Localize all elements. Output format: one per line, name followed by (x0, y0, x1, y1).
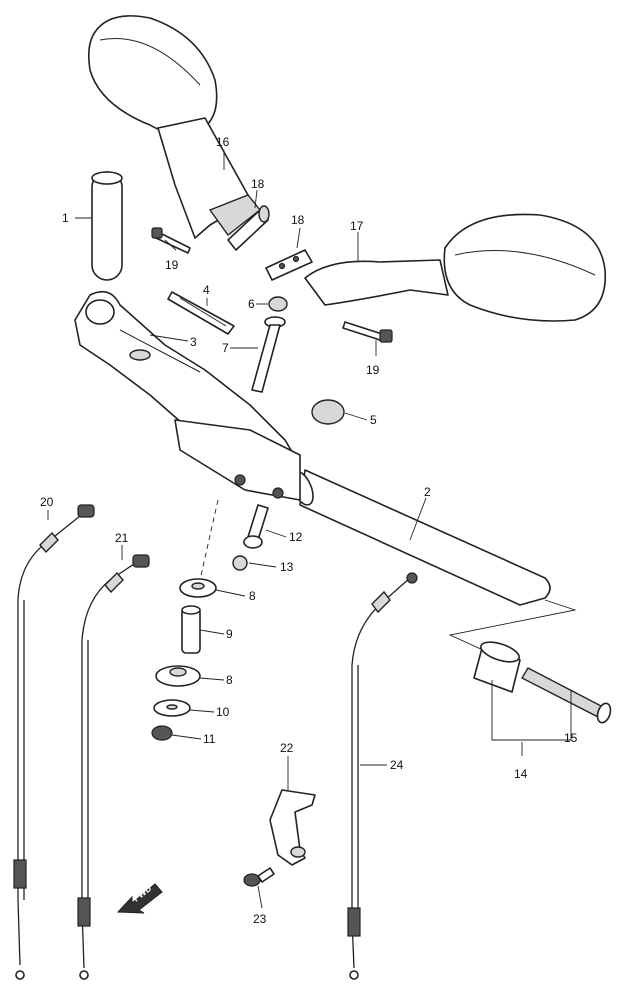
right-mirror[interactable] (304, 213, 607, 322)
cable-bracket[interactable] (269, 789, 316, 866)
cap-nut[interactable] (232, 555, 248, 571)
clamp-bolt[interactable] (243, 504, 269, 549)
collar-right[interactable] (265, 249, 313, 281)
nut[interactable] (151, 725, 173, 741)
callout-21: 21 (115, 531, 129, 545)
mirror-bolt-right[interactable] (342, 321, 393, 343)
callout-15: 15 (564, 731, 578, 745)
bar-end-weight[interactable] (473, 638, 613, 724)
callout-13: 13 (280, 560, 294, 574)
handlebar[interactable] (174, 419, 577, 661)
callout-5: 5 (370, 413, 377, 427)
callout-12: 12 (289, 530, 303, 544)
callout-6: 6 (248, 297, 255, 311)
callout-19a: 19 (165, 258, 179, 272)
callout-10: 10 (216, 705, 230, 719)
washer[interactable] (153, 699, 191, 717)
callout-23: 23 (253, 912, 267, 926)
leader-lines (47, 150, 572, 909)
bracket-screw[interactable] (243, 867, 275, 887)
callout-14: 14 (514, 767, 528, 781)
callout-9: 9 (226, 627, 233, 641)
callout-22: 22 (280, 741, 294, 755)
throttle-cable-return[interactable] (77, 554, 150, 980)
collar-upper[interactable] (227, 205, 270, 251)
callout-24: 24 (390, 758, 404, 772)
callout-17: 17 (350, 219, 364, 233)
cap[interactable] (268, 296, 288, 312)
grip[interactable] (91, 171, 123, 281)
callout-16: 16 (216, 135, 230, 149)
callout-20: 20 (40, 495, 54, 509)
callout-4: 4 (203, 283, 210, 297)
throttle-cable-pull[interactable] (13, 504, 95, 980)
rubber-mount-lower[interactable] (155, 665, 201, 687)
callout-numbers: 1 2 3 4 5 6 7 8 8 9 10 11 12 13 14 15 16… (40, 135, 578, 926)
callout-11: 11 (203, 732, 216, 746)
callout-8a: 8 (249, 589, 256, 603)
rubber-strip[interactable] (167, 291, 235, 335)
starter-cable[interactable] (347, 572, 418, 980)
callout-18b: 18 (291, 213, 305, 227)
callout-8b: 8 (226, 673, 233, 687)
rubber-cap[interactable] (311, 399, 345, 425)
callout-7: 7 (222, 341, 229, 355)
callout-3: 3 (190, 335, 197, 349)
forward-arrow-icon: FWD (116, 883, 163, 914)
left-mirror[interactable] (88, 15, 261, 239)
rubber-mount-upper[interactable] (179, 578, 217, 598)
callout-18a: 18 (251, 177, 265, 191)
mirror-bolt-left[interactable] (151, 227, 191, 254)
collar-sleeve[interactable] (181, 605, 201, 654)
callout-1: 1 (62, 211, 69, 225)
long-bolt[interactable] (251, 316, 286, 393)
callout-19b: 19 (366, 363, 380, 377)
callout-2: 2 (424, 485, 431, 499)
